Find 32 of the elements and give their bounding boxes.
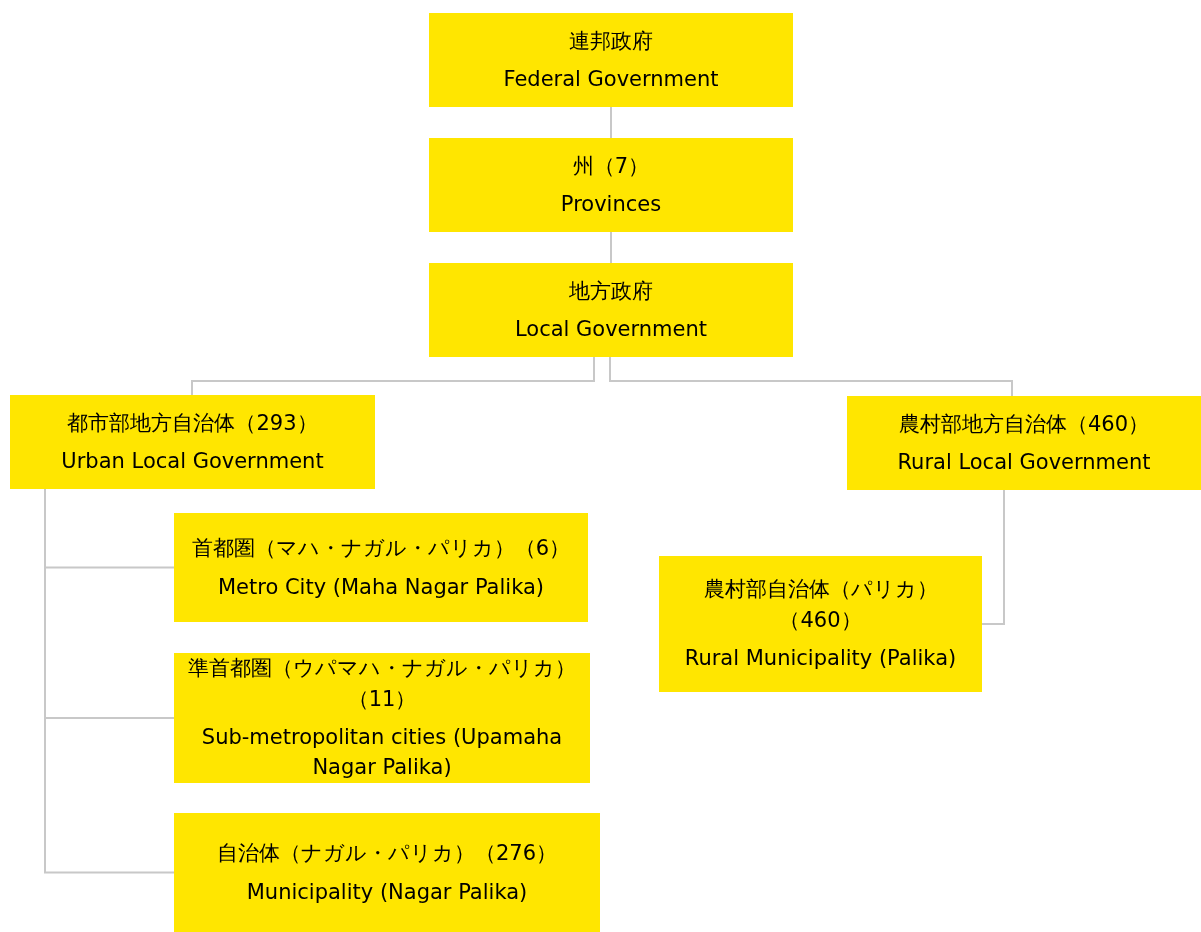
box-label: Sub-metropolitan cities (Upamaha Nagar Palika) [200, 724, 564, 782]
connector-line [191, 356, 595, 396]
box-label: 農村部自治体（パリカ）（460） [702, 576, 939, 634]
org-box [659, 556, 982, 692]
box-label: Rural Local Government [897, 449, 1151, 476]
box-label: 地方政府 [569, 277, 653, 305]
org-box [429, 138, 793, 232]
connector-line [609, 356, 1013, 397]
box-label: 都市部地方自治体（293） [67, 409, 318, 437]
box-label: Municipality (Nagar Palika) [246, 878, 528, 906]
box-label: Rural Municipality (Palika) [684, 645, 957, 673]
org-box [174, 813, 600, 932]
box-label: Local Government [514, 316, 708, 343]
org-box [174, 653, 590, 783]
box-label: 準首都圏（ウパマハ・ナガル・パリカ）（11） [187, 655, 577, 713]
box-label: 首都圏（マハ・ナガル・パリカ）（6） [191, 535, 571, 563]
box-label: Federal Government [503, 66, 719, 93]
box-label: Provinces [560, 191, 662, 218]
org-box [10, 395, 375, 489]
org-box [429, 263, 793, 357]
org-box [429, 13, 793, 107]
box-label: 自治体（ナガル・パリカ）（276） [216, 840, 558, 868]
box-label: Urban Local Government [61, 448, 324, 475]
org-box [847, 396, 1201, 490]
box-label: 農村部地方自治体（460） [898, 410, 1150, 438]
connector-line [981, 489, 1005, 625]
org-box [174, 513, 588, 622]
box-label: 連邦政府 [569, 27, 653, 55]
box-label: Metro City (Maha Nagar Palika) [217, 573, 544, 601]
connector-line [610, 231, 612, 264]
box-label: 州（7） [572, 152, 650, 180]
connector-line [610, 106, 612, 139]
